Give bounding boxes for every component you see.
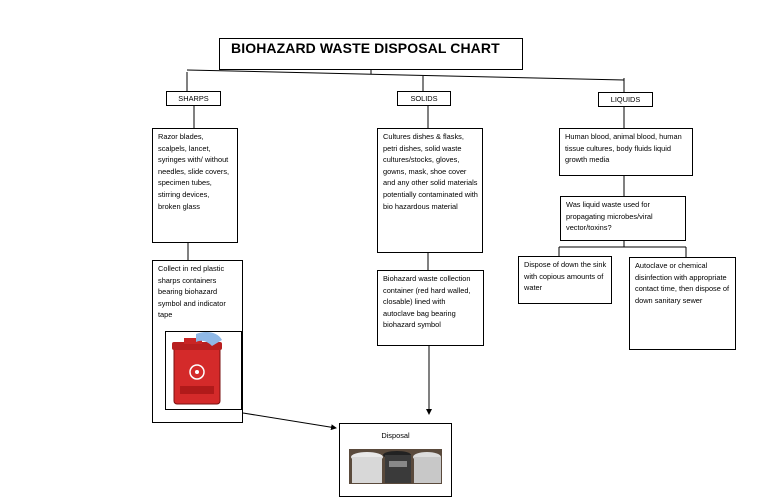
sharps-examples-box: Razor blades, scalpels, lancet, syringes… bbox=[152, 128, 238, 243]
sharps-container-graphic bbox=[172, 332, 222, 405]
sharps-to-disposal-arrow bbox=[242, 412, 337, 431]
liquids-no-branch-box: Dispose of down the sink with copious am… bbox=[518, 256, 612, 304]
liquids-header: LIQUIDS bbox=[598, 92, 653, 107]
solids-header: SOLIDS bbox=[397, 91, 451, 106]
main-horizontal-line bbox=[186, 69, 625, 81]
solids-examples-box: Cultures dishes & flasks, petri dishes, … bbox=[377, 128, 483, 253]
liquids-yes-branch-box: Autoclave or chemical disinfection with … bbox=[629, 257, 736, 350]
disposal-label: Disposal bbox=[381, 431, 410, 440]
disposal-image bbox=[349, 449, 442, 484]
solids-instruction-box: Biohazard waste collection container (re… bbox=[377, 270, 484, 346]
disposal-box: Disposal bbox=[339, 423, 452, 497]
liquids-question-box: Was liquid waste used for propagating mi… bbox=[560, 196, 686, 241]
liquids-examples-box: Human blood, animal blood, human tissue … bbox=[559, 128, 693, 176]
sharps-header: SHARPS bbox=[166, 91, 221, 106]
sharps-instruction-text: Collect in red plastic sharps containers… bbox=[158, 264, 226, 320]
sharps-instruction-box: Collect in red plastic sharps containers… bbox=[152, 260, 243, 423]
chart-title: BIOHAZARD WASTE DISPOSAL CHART bbox=[219, 38, 523, 70]
disposal-bins-graphic bbox=[349, 449, 442, 484]
sharps-container-image bbox=[165, 331, 242, 410]
